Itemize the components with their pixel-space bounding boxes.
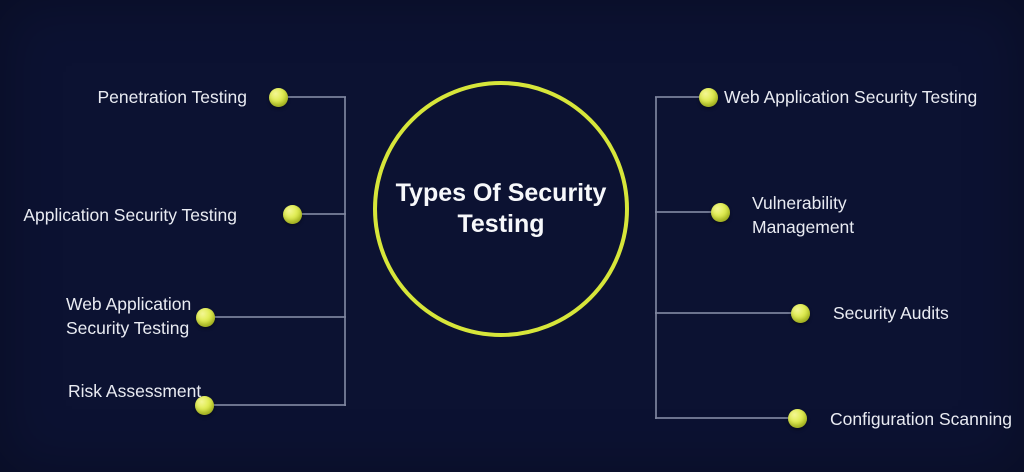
connector-line-right-4 bbox=[655, 417, 790, 419]
connector-line-left-4 bbox=[212, 404, 346, 406]
bullet-icon-left-1 bbox=[269, 88, 288, 107]
node-label-penetration-testing: Penetration Testing bbox=[97, 87, 247, 107]
bullet-icon-right-1 bbox=[699, 88, 718, 107]
connector-line-right-vertical bbox=[655, 97, 657, 419]
node-label-web-application-security-testing-right: Web Application Security Testing bbox=[724, 87, 978, 107]
connector-line-left-3 bbox=[213, 316, 346, 318]
bullet-icon-left-2 bbox=[283, 205, 302, 224]
node-label-web-application-security-testing-left: Web Application Security Testing bbox=[66, 294, 192, 338]
connector-line-left-2 bbox=[300, 213, 346, 215]
node-label-risk-assessment: Risk Assessment bbox=[68, 381, 202, 401]
bullet-icon-left-4 bbox=[195, 396, 214, 415]
connector-line-right-2 bbox=[655, 211, 713, 213]
connector-line-left-vertical bbox=[344, 97, 346, 406]
node-label-vulnerability-management: Vulnerability Management bbox=[752, 193, 855, 237]
diagram-title: Types Of Security Testing bbox=[395, 178, 607, 238]
node-label-application-security-testing: Application Security Testing bbox=[23, 205, 237, 225]
connector-line-right-3 bbox=[655, 312, 793, 314]
center-node-circle: Types Of Security Testing bbox=[373, 81, 629, 337]
node-label-configuration-scanning: Configuration Scanning bbox=[830, 409, 1012, 429]
connector-line-left-1 bbox=[287, 96, 346, 98]
bullet-icon-right-3 bbox=[791, 304, 810, 323]
bullet-icon-left-3 bbox=[196, 308, 215, 327]
bullet-icon-right-4 bbox=[788, 409, 807, 428]
bullet-icon-right-2 bbox=[711, 203, 730, 222]
connector-line-right-1 bbox=[655, 96, 701, 98]
node-label-security-audits: Security Audits bbox=[833, 303, 949, 323]
